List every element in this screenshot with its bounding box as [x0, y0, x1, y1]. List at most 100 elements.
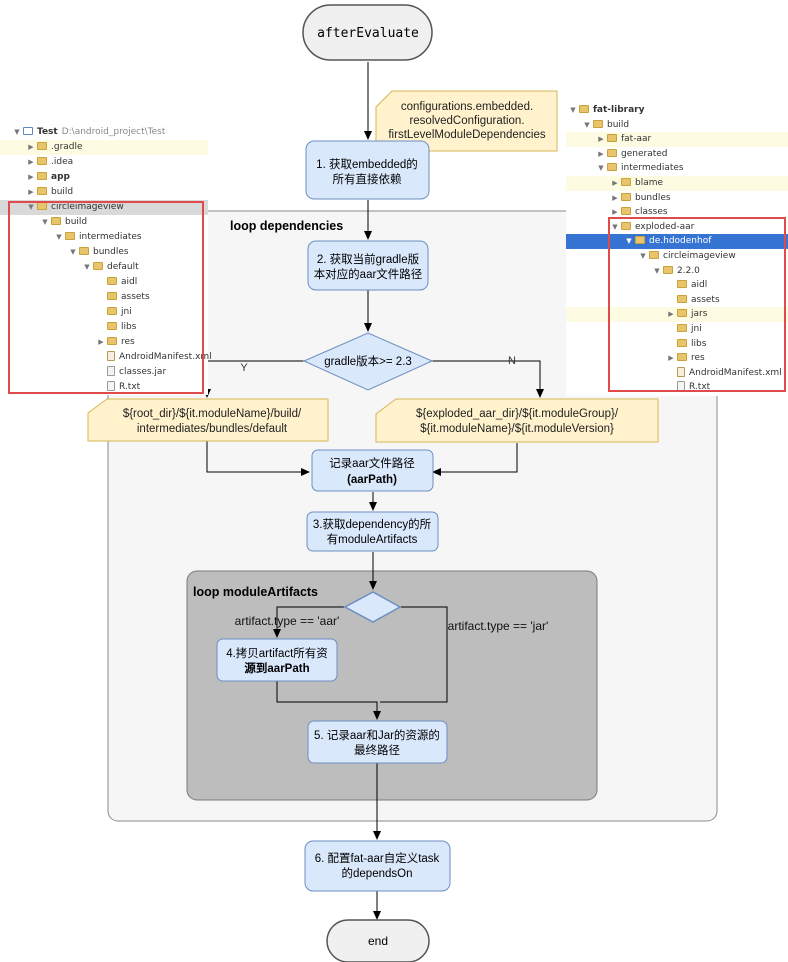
tree-item[interactable]: ▼ intermediates — [54, 230, 142, 245]
tree-item[interactable]: aidl — [96, 275, 137, 290]
tree-item[interactable]: assets — [96, 290, 150, 305]
tree-item[interactable]: ▶.gradle — [26, 140, 83, 155]
tree-row-highlight — [566, 176, 788, 191]
tree-item-label: fat-library — [593, 105, 645, 115]
tree-item[interactable]: ▶res — [666, 351, 705, 366]
expand-arrow-icon[interactable]: ▼ — [626, 237, 632, 246]
tree-item[interactable]: ▶fat-aar — [596, 132, 651, 147]
tree-item[interactable]: jni — [96, 305, 132, 320]
folder-icon — [607, 148, 617, 157]
folder-icon — [107, 307, 117, 315]
loop-dependencies-title: loop dependencies — [230, 219, 343, 233]
note-top-line-3: firstLevelModuleDependencies — [388, 129, 546, 141]
folder-icon — [107, 337, 117, 345]
tree-item[interactable]: ▼default — [82, 260, 139, 275]
expand-arrow-icon[interactable]: ▼ — [14, 128, 20, 136]
collapse-arrow-icon[interactable]: ▶ — [28, 143, 34, 151]
step-4-line-1: 4.拷贝artifact所有资 — [226, 646, 328, 660]
note-root-dir-line-2: intermediates/bundles/default — [137, 423, 288, 435]
tree-item-label: app — [51, 172, 70, 182]
tree-row-highlight — [0, 200, 208, 215]
loop-artifacts-title: loop moduleArtifacts — [193, 585, 318, 599]
step-3-line-2: 有moduleArtifacts — [327, 532, 418, 546]
tree-item-label: intermediates — [79, 232, 142, 242]
collapse-arrow-icon[interactable]: ▶ — [28, 158, 34, 166]
tree-item[interactable]: ▶ app — [26, 170, 70, 185]
tree-item[interactable]: assets — [666, 293, 720, 308]
start-terminal — [302, 4, 433, 61]
expand-arrow-icon[interactable]: ▼ — [42, 218, 48, 226]
collapse-arrow-icon[interactable]: ▶ — [28, 188, 34, 196]
xml-file-icon — [107, 351, 115, 361]
collapse-arrow-icon[interactable]: ▶ — [598, 135, 604, 144]
expand-arrow-icon[interactable]: ▼ — [654, 266, 660, 275]
expand-arrow-icon[interactable]: ▼ — [70, 248, 76, 256]
tree-item[interactable]: libs — [666, 337, 706, 352]
expand-arrow-icon[interactable]: ▼ — [84, 263, 90, 271]
tree-item[interactable]: jni — [666, 322, 702, 337]
folder-icon — [677, 353, 687, 362]
tree-item[interactable]: ▼build — [40, 215, 87, 230]
expand-arrow-icon[interactable]: ▼ — [598, 164, 604, 173]
expand-arrow-icon[interactable]: ▼ — [640, 252, 646, 260]
note-top — [375, 90, 558, 152]
tree-item[interactable]: ▼ bundles — [68, 245, 129, 260]
tree-item-label: circleimageview — [663, 251, 736, 261]
collapse-arrow-icon[interactable]: ▶ — [28, 173, 34, 181]
tree-item[interactable]: AndroidManifest.xml — [96, 350, 212, 365]
tree-item[interactable]: ▶jars — [666, 307, 707, 322]
tree-item[interactable]: ▼ fat-library — [568, 103, 644, 118]
folder-icon — [621, 221, 631, 230]
step-4-line-2: 源到aarPath — [243, 661, 309, 675]
tree-item[interactable]: ▶res — [96, 335, 135, 350]
tree-item[interactable]: classes.jar — [96, 365, 166, 380]
note-top-line-1: configurations.embedded. — [401, 101, 533, 113]
tree-item[interactable]: ▶bundles — [610, 191, 671, 206]
tree-item-label: bundles — [93, 247, 129, 257]
folder-icon — [677, 309, 687, 318]
collapse-arrow-icon[interactable]: ▶ — [612, 193, 618, 202]
tree-item[interactable]: ▼intermediates — [596, 161, 684, 176]
collapse-arrow-icon[interactable]: ▶ — [668, 310, 674, 319]
tree-item[interactable]: ▶.idea — [26, 155, 73, 170]
tree-item-label: jni — [121, 307, 132, 317]
note-top-line-2: resolvedConfiguration. — [409, 115, 524, 127]
folder-icon — [663, 265, 673, 274]
expand-arrow-icon[interactable]: ▼ — [584, 120, 590, 129]
collapse-arrow-icon[interactable]: ▶ — [612, 208, 618, 217]
tree-item[interactable]: ▶build — [26, 185, 73, 200]
expand-arrow-icon[interactable]: ▼ — [28, 203, 34, 211]
tree-item[interactable]: ▼ circleimageview — [638, 249, 736, 264]
tree-item[interactable]: ▼build — [582, 118, 629, 133]
tree-item-label: assets — [121, 292, 150, 302]
folder-icon — [51, 217, 61, 225]
tree-item-label: de.hdodenhof — [649, 236, 712, 247]
collapse-arrow-icon[interactable]: ▶ — [612, 179, 618, 187]
folder-icon — [677, 294, 687, 303]
step-2-line-1: 2. 获取当前gradle版 — [317, 252, 420, 266]
tree-item[interactable]: ▶blame — [610, 176, 663, 191]
tree-item[interactable]: ▶classes — [610, 205, 668, 220]
collapse-arrow-icon[interactable]: ▶ — [668, 354, 674, 363]
expand-arrow-icon[interactable]: ▼ — [56, 233, 62, 241]
expand-arrow-icon[interactable]: ▼ — [570, 106, 576, 114]
tree-item[interactable]: ▼2.2.0 — [652, 264, 700, 279]
tree-item[interactable]: R.txt — [96, 380, 140, 395]
collapse-arrow-icon[interactable]: ▶ — [98, 338, 104, 346]
tree-item[interactable]: AndroidManifest.xml — [666, 366, 782, 381]
folder-icon — [107, 292, 117, 300]
right-tree-highlight-box — [608, 217, 786, 392]
decision-gradle-version — [302, 332, 434, 391]
project-icon — [23, 127, 33, 135]
tree-item-label: aidl — [691, 280, 708, 291]
tree-item[interactable]: ▶generated — [596, 147, 668, 162]
tree-item[interactable]: ▼ de.hdodenhof — [624, 234, 711, 249]
expand-arrow-icon[interactable]: ▼ — [612, 222, 618, 231]
tree-item[interactable]: libs — [96, 320, 136, 335]
tree-item[interactable]: aidl — [666, 278, 707, 293]
step-1-line-2: 所有直接依赖 — [333, 172, 402, 186]
tree-item[interactable]: ▼exploded-aar — [610, 220, 694, 235]
collapse-arrow-icon[interactable]: ▶ — [598, 149, 604, 158]
